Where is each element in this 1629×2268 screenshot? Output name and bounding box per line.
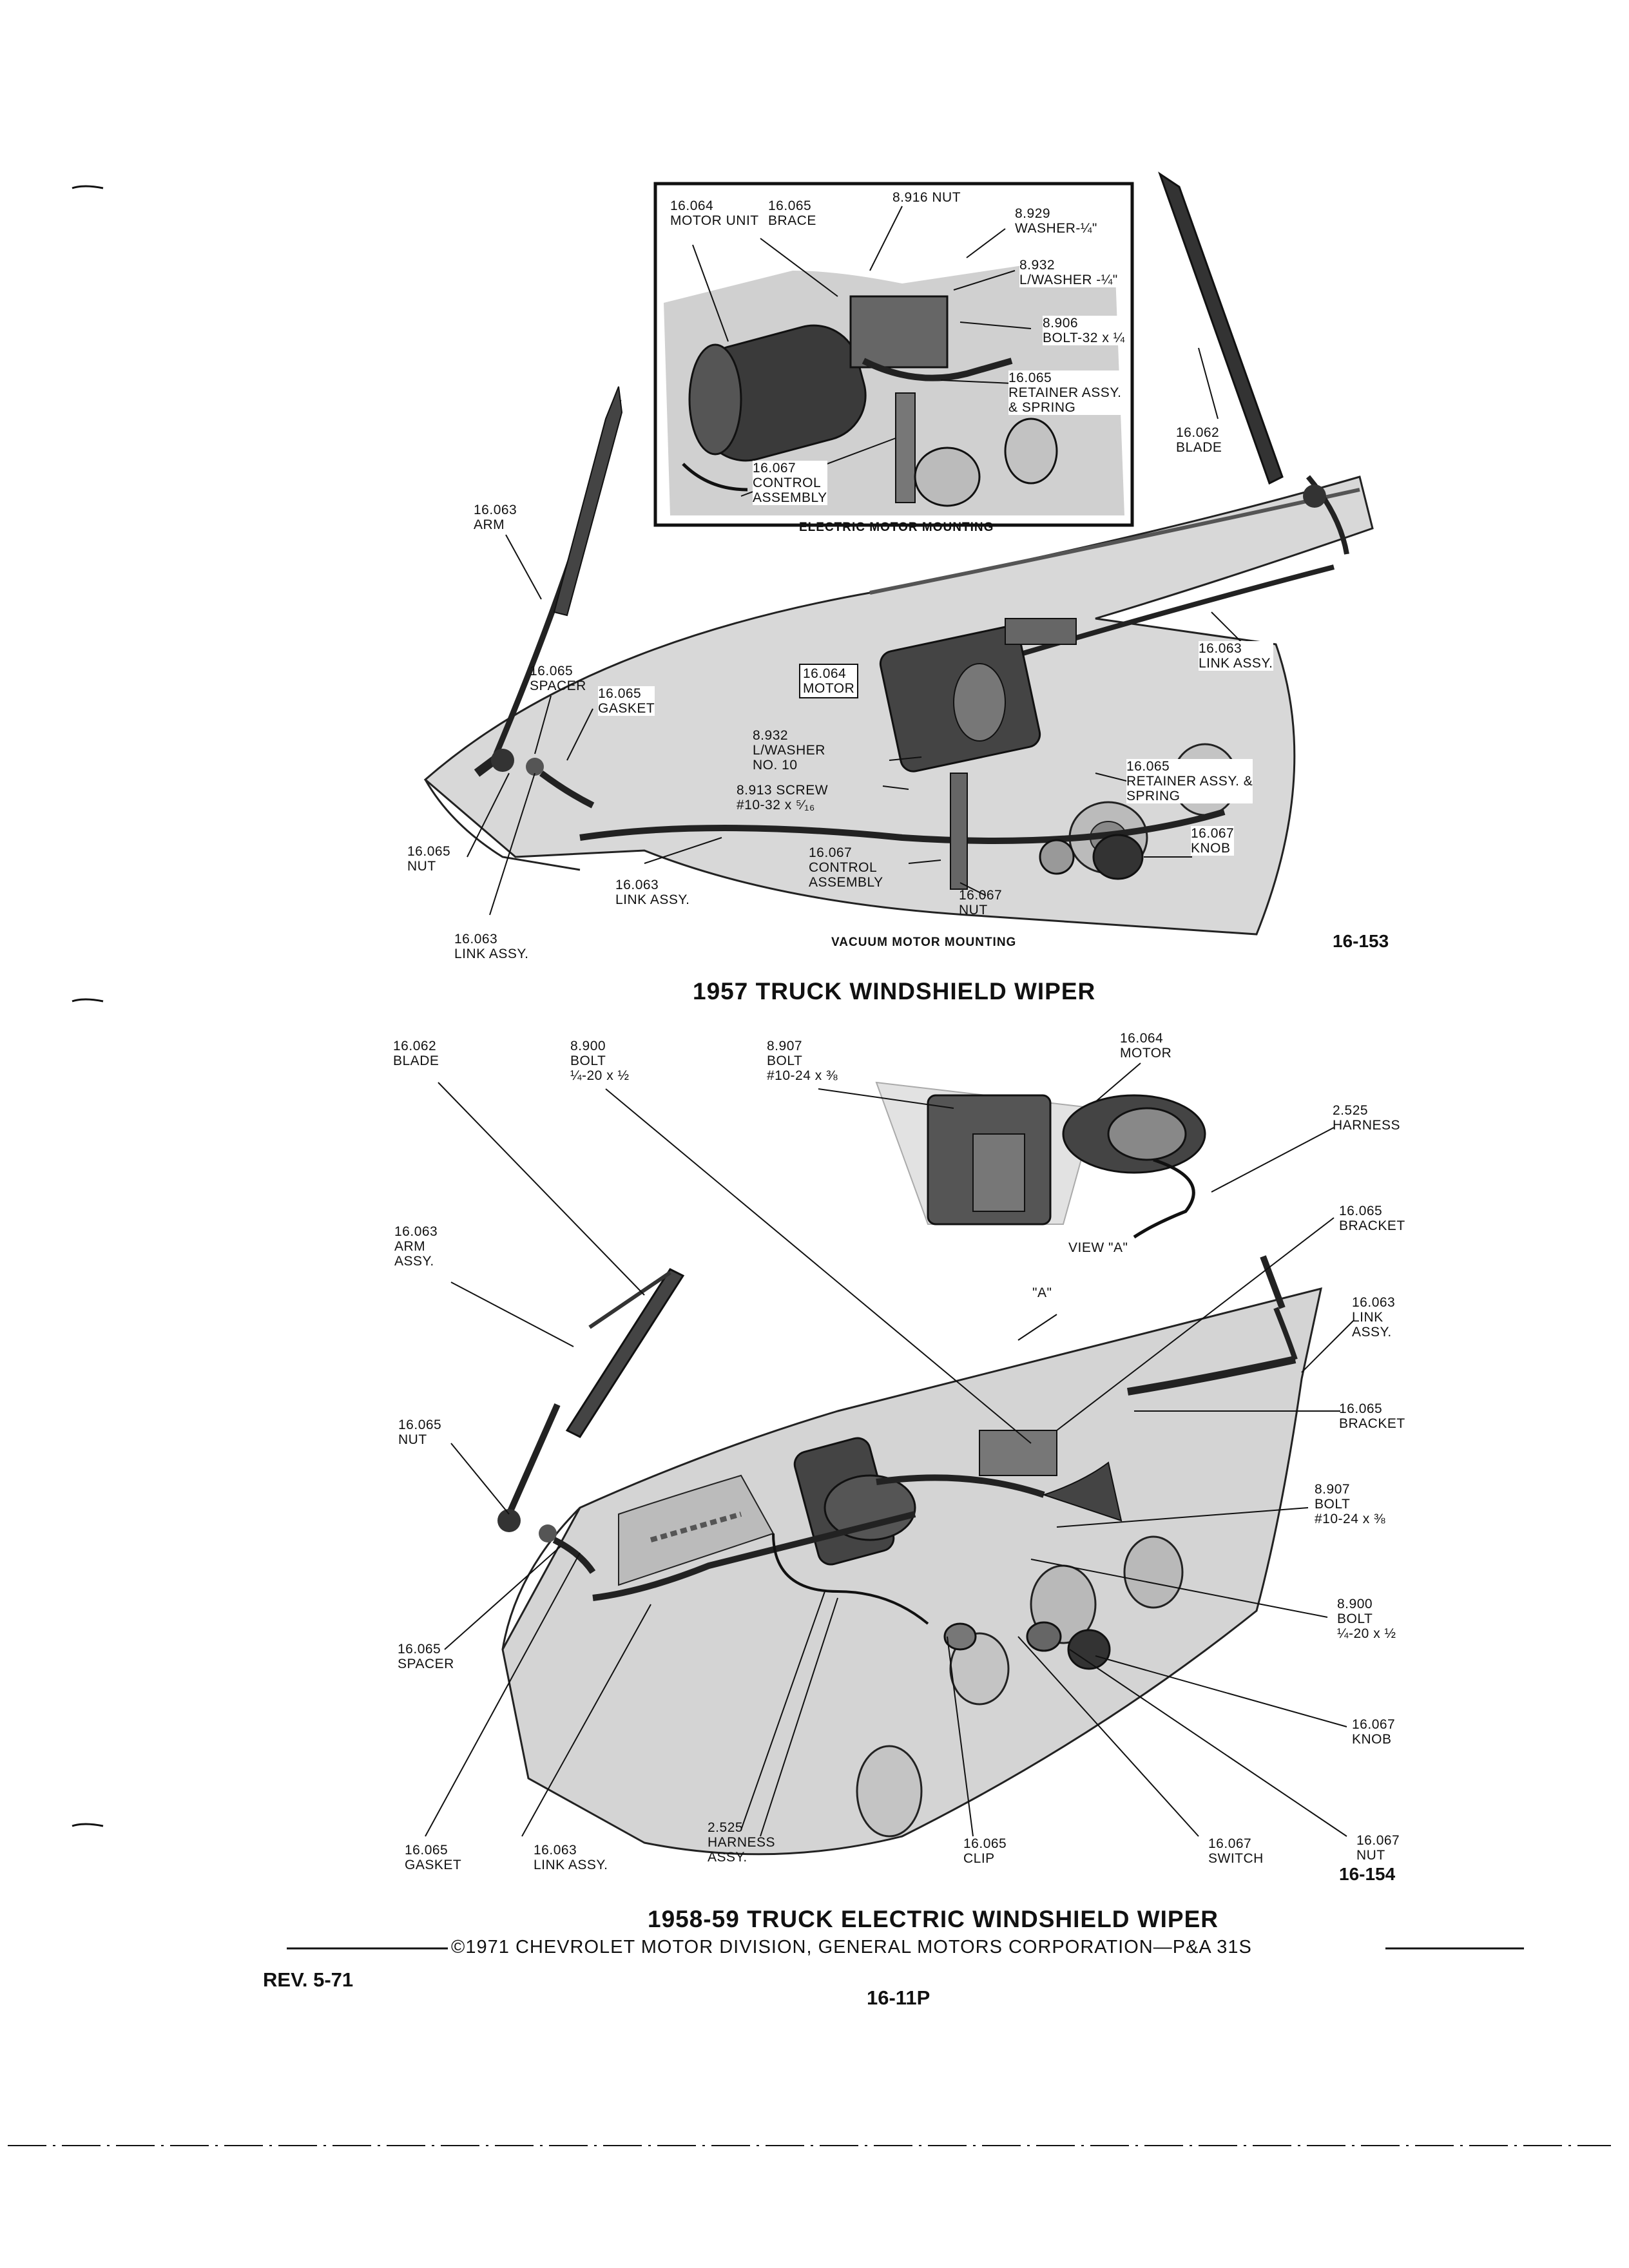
d2-view-a-caption: VIEW "A" bbox=[1068, 1240, 1128, 1255]
d2-title: 1958-59 TRUCK ELECTRIC WINDSHIELD WIPER bbox=[648, 1906, 1219, 1932]
diagram2-link-rod bbox=[592, 1511, 916, 1601]
d1-label-screw: 8.913 SCREW#10-32 x ⁵⁄₁₆ bbox=[737, 783, 829, 812]
d1-label-nut-inset: 8.916 NUT bbox=[892, 190, 961, 205]
footer-rules bbox=[8, 1947, 1611, 2146]
margin-marks bbox=[72, 185, 104, 1827]
diagram2-artwork bbox=[497, 1081, 1322, 1856]
d2-view-a-marker: "A" bbox=[1032, 1285, 1052, 1300]
diagram2-knob bbox=[1067, 1629, 1111, 1670]
footer-page-number: 16-11P bbox=[867, 1986, 930, 2009]
diagram2-left-arm bbox=[506, 1403, 561, 1516]
diagram1-knob bbox=[1092, 834, 1144, 880]
d1-title: 1957 TRUCK WINDSHIELD WIPER bbox=[693, 978, 1096, 1004]
diagram2-left-blade bbox=[565, 1268, 685, 1438]
footer-revision: REV. 5-71 bbox=[263, 1968, 354, 1991]
d2-figure-number: 16-154 bbox=[1339, 1864, 1396, 1884]
footer-copyright: ©1971 CHEVROLET MOTOR DIVISION, GENERAL … bbox=[451, 1937, 1252, 1957]
diagram2-leaders bbox=[425, 1062, 1354, 1837]
diagram2-dash-panel bbox=[501, 1287, 1322, 1856]
d1-figure-number: 16-153 bbox=[1333, 931, 1389, 951]
d1-bottom-caption: VACUUM MOTOR MOUNTING bbox=[831, 936, 1017, 949]
diagram1-inset bbox=[653, 182, 1134, 527]
diagram1-link-rod bbox=[579, 809, 1226, 844]
diagram1-right-blade bbox=[1158, 171, 1284, 485]
d1-inset-caption: ELECTRIC MOTOR MOUNTING bbox=[799, 521, 994, 534]
